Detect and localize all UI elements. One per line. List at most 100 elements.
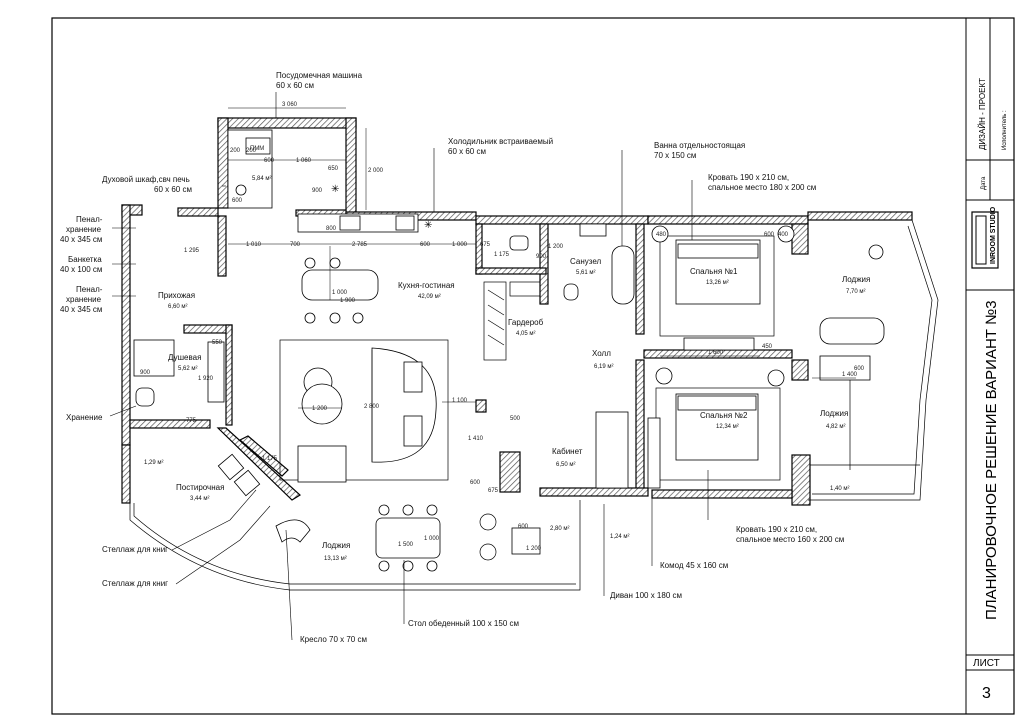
dim-1000-table: 1 000 [424,536,440,542]
dim-800: 800 [326,226,337,232]
dim-200-oven: 200 [246,148,257,154]
room-bathroom: Санузел [570,257,601,266]
dim-1200-desk: 1 200 [526,546,542,552]
dim-675-study: 675 [488,488,499,494]
area-bedroom-2: 12,34 м² [716,424,739,430]
date-label: Дата [981,176,987,190]
callout-bench-2: 40 х 100 см [60,265,102,274]
room-study: Кабинет [552,447,583,456]
room-bedroom-1: Спальня №1 [690,267,738,276]
dimension-lines [228,107,856,462]
room-bedroom-2: Спальня №2 [700,411,748,420]
callout-table: Стол обеденный 100 х 150 см [408,619,519,628]
dim-600-loggia: 600 [854,366,865,372]
callout-penal1-2: хранение [66,225,102,234]
dim-550: 550 [212,340,223,346]
dim-1500: 1 500 [398,542,414,548]
area-laundry: 3,44 м² [190,496,209,502]
dim-600-study: 600 [470,480,481,486]
dim-1000-island: 1 000 [332,290,348,296]
room-labels: Кухня-гостиная 42,09 м² Прихожая 6,60 м²… [144,176,870,562]
callout-sofa: Диван 100 х 180 см [610,591,682,600]
dim-600-fridge: 600 [420,242,431,248]
area-bedroom-1: 13,26 м² [706,280,729,286]
area-storage-2: 2,80 м² [550,526,569,532]
dim-600-desk: 600 [518,524,529,530]
callout-fridge-2: 60 х 60 см [448,147,486,156]
room-hall: Холл [592,349,611,358]
fridge-icon: ✳ [424,220,432,231]
area-niche: 5,84 м² [252,176,271,182]
dim-600-oven: 600 [232,198,243,204]
dim-2785: 2 785 [352,242,368,248]
dim-2000: 2 000 [368,168,384,174]
area-wardrobe: 4,05 м² [516,331,535,337]
room-laundry: Постирочная [176,483,224,492]
callout-dishwasher-2: 60 х 60 см [276,81,314,90]
dim-1200-bath: 1 200 [548,244,564,250]
appliance-icons: ✳ ✳ [331,184,432,231]
sheet-title: ПЛАНИРОВОЧНОЕ РЕШЕНИЕ ВАРИАНТ №3 [983,300,1000,620]
dim-1410: 1 410 [468,436,484,442]
dim-675-top: 675 [480,242,491,248]
dim-480: 480 [656,232,667,238]
callout-armchair: Кресло 70 х 70 см [300,635,367,644]
callout-storage: Хранение [66,413,103,422]
dim-450: 450 [762,344,773,350]
callout-penal1-1: Пенал- [76,215,103,224]
area-study: 6,50 м² [556,462,575,468]
dim-kitchen-width: 3 060 [282,102,298,108]
dim-1900: 1 900 [340,298,356,304]
room-hallway: Прихожая [158,291,195,300]
dim-1060: 1 060 [296,158,312,164]
dim-1200-rug: 1 200 [312,406,328,412]
walls [121,117,913,506]
area-shower: 5,62 м² [178,366,197,372]
dim-1000-top: 1 000 [452,242,468,248]
dishwasher-pmm: ПММ [250,146,264,152]
area-bathroom: 5,61 м² [576,270,595,276]
dim-2800: 2 800 [364,404,380,410]
callout-penal2-1: Пенал- [76,285,103,294]
callout-bed1-1: Кровать 190 х 210 см, [708,173,789,182]
area-storage-3: 1,24 м² [610,534,629,540]
dim-650: 650 [328,166,339,172]
dim-1600: 1 600 [708,350,724,356]
dimension-values: 3 060 200 600 1 060 650 900 2 000 600 20… [140,102,865,552]
callout-bed2-2: спальное место 160 х 200 см [736,535,844,544]
callout-bed1-2: спальное место 180 х 200 см [708,183,816,192]
room-wardrobe: Гардероб [508,318,544,327]
callout-bathtub-2: 70 х 150 см [654,151,696,160]
callout-bathtub-1: Ванна отдельностоящая [654,141,745,150]
sheet-number: 3 [982,685,991,702]
room-loggia-2: Лоджия [820,409,848,418]
callout-labels: Посудомечная машина 60 х 60 см Духовой ш… [60,71,844,644]
sheet-label: ЛИСТ [973,658,1000,669]
callout-dresser: Комод 45 х 160 см [660,561,728,570]
callout-penal1-3: 40 х 345 см [60,235,102,244]
dim-900-shower: 900 [140,370,151,376]
callout-shelf-1: Стеллаж для книг [102,545,168,554]
fan-icon: ✳ [331,184,339,195]
callout-oven-1: Духовой шкаф,свч печь [102,175,190,184]
callout-bed2-1: Кровать 190 х 210 см, [736,525,817,534]
area-hallway: 6,60 м² [168,304,187,310]
dim-1920: 1 920 [198,376,214,382]
dim-1400: 1 400 [842,372,858,378]
area-storage-1: 1,29 м² [144,460,163,466]
furniture: ПММ [133,129,885,572]
wardrobe-hangers [483,281,541,361]
area-kitchen-living: 42,09 м² [418,294,441,300]
dim-600-bed: 600 [764,232,775,238]
callout-bench-1: Банкетка [68,255,102,264]
studio-logo-text: INROOM STUDIO [990,206,997,264]
stage-label: ДИЗАЙН - ПРОЕКТ [978,78,987,150]
room-loggia-1: Лоджия [842,275,870,284]
room-shower: Душевая [168,353,201,362]
area-storage-4: 1,40 м² [830,486,849,492]
dim-900-niche: 900 [312,188,323,194]
callout-penal2-2: хранение [66,295,102,304]
title-block: INROOM STUDIO ПЛАНИРОВОЧНОЕ РЕШЕНИЕ ВАРИ… [965,18,1014,714]
callout-shelf-2: Стеллаж для книг [102,579,168,588]
